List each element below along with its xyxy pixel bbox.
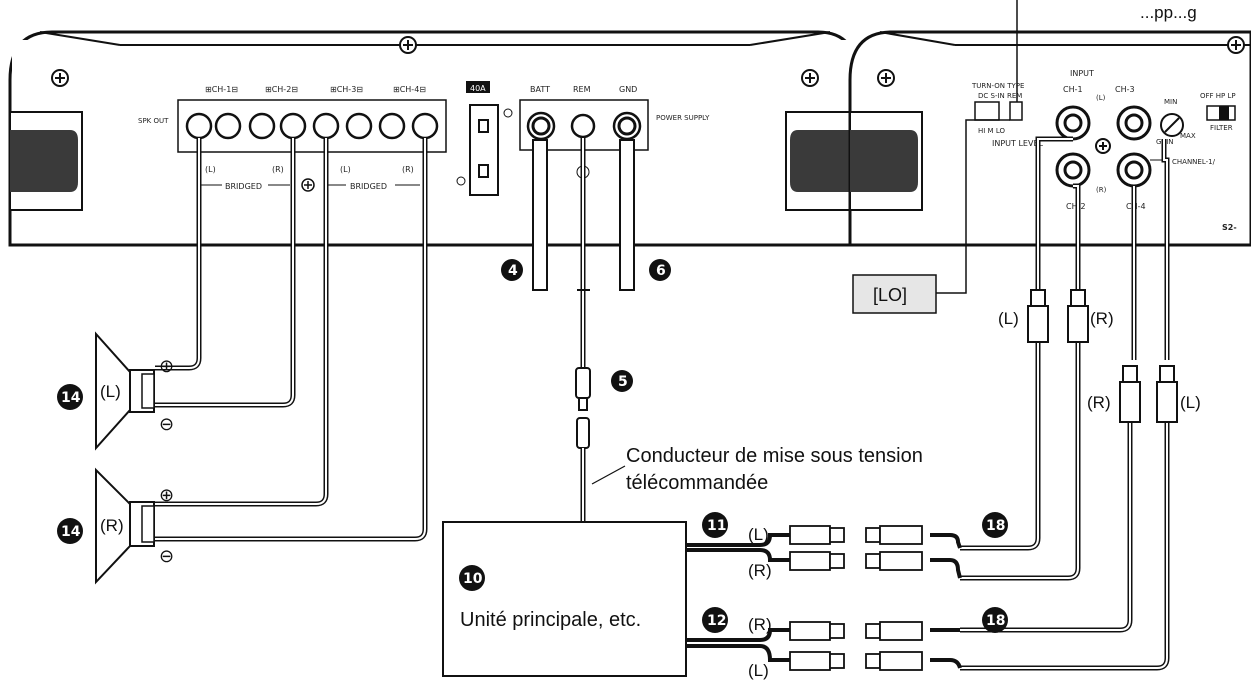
fuse-label: 40A [470, 84, 486, 93]
speaker-wires [155, 138, 428, 542]
callout-11: 11 [702, 512, 728, 538]
input-l-mark: (L) [1096, 94, 1106, 102]
channel-label: CHANNEL-1/ [1172, 158, 1216, 166]
rca-plug-l-label: (L) [998, 309, 1019, 328]
gain-knob-icon[interactable] [1160, 113, 1184, 137]
screw-icon [801, 69, 819, 87]
head-unit-label: Unité principale, etc. [460, 609, 641, 631]
rca-plug-icons [1027, 289, 1178, 423]
speaker-left-icon [95, 331, 155, 451]
remote-lead-caption-line2: télécommandée [626, 472, 768, 494]
speaker-right-icon [95, 467, 155, 585]
svg-text:14: 14 [61, 524, 81, 540]
gain-max-label: MAX [1180, 132, 1196, 140]
rem-label: REM [573, 85, 591, 94]
right-amplifier: INPUT TURN-ON TYPE DC S-IN REM HI M LO I… [848, 0, 1251, 247]
top-right-partial-label: ...pp...g [1140, 3, 1197, 22]
svg-text:4: 4 [508, 263, 518, 279]
ch2-label: ⊞CH-2⊟ [265, 85, 298, 94]
filter-label: FILTER [1210, 124, 1233, 132]
power-supply-label: POWER SUPPLY [656, 114, 710, 122]
rca-output-cables [686, 533, 962, 669]
svg-text:6: 6 [656, 263, 666, 279]
ch3-input-label: CH-3 [1115, 85, 1135, 94]
ch4-label: ⊞CH-4⊟ [393, 85, 426, 94]
output2-l-label: (L) [748, 661, 769, 680]
callout-4: 4 [501, 259, 523, 281]
svg-text:5: 5 [618, 374, 628, 390]
spk-out-label: SPK OUT [138, 117, 169, 125]
gnd-label: GND [619, 85, 637, 94]
fuse-holder [469, 104, 499, 196]
callout-10: 10 [459, 565, 485, 591]
output1-l-label: (L) [748, 525, 769, 544]
input-r-mark: (R) [1096, 186, 1107, 194]
ch3-label: ⊞CH-3⊟ [330, 85, 363, 94]
svg-text:10: 10 [463, 571, 483, 587]
callout-5: 5 [611, 370, 633, 392]
input-level-label: INPUT LEVEL [992, 139, 1043, 148]
rem-connector-icon [575, 367, 591, 449]
lo-label: [LO] [873, 285, 907, 305]
input-label: INPUT [1070, 69, 1094, 78]
screw-icon [1095, 138, 1111, 154]
bridged-l-label-2: (L) [340, 165, 351, 174]
svg-text:14: 14 [61, 390, 81, 406]
bridged-label-2: BRIDGED [350, 182, 387, 191]
rca-plug-r-label: (R) [1090, 309, 1114, 328]
power-wires [532, 138, 635, 522]
remote-lead-caption-line1: Conducteur de mise sous tension [626, 445, 923, 467]
screw-icon [1227, 36, 1245, 54]
ch1-label: ⊞CH-1⊟ [205, 85, 238, 94]
turn-on-switch[interactable] [1009, 101, 1023, 121]
screw-icon [399, 36, 417, 54]
svg-text:12: 12 [707, 613, 726, 629]
plus-sign: ⊕ [159, 356, 174, 376]
head-unit-box [442, 521, 687, 677]
input-level-switch[interactable] [974, 101, 1000, 121]
rca-plug-r2-label: (R) [1087, 393, 1111, 412]
turn-on-options: DC S-IN REM [978, 92, 1022, 100]
bridged-r-label: (R) [272, 165, 284, 174]
bridged-r-label-2: (R) [402, 165, 414, 174]
rca-input-cables [960, 136, 1170, 671]
callout-12: 12 [702, 607, 728, 633]
svg-text:18: 18 [986, 613, 1005, 629]
ch1-input-label: CH-1 [1063, 85, 1083, 94]
rca-plug-l2-label: (L) [1180, 393, 1201, 412]
left-amplifier: ⊞CH-1⊟ ⊞CH-2⊟ ⊞CH-3⊟ ⊞CH-4⊟ SPK OUT (L) … [8, 30, 860, 247]
speaker-left-label: (L) [100, 382, 121, 401]
screw-icon [301, 178, 315, 192]
output2-r-label: (R) [748, 615, 772, 634]
gain-min-label: MIN [1164, 98, 1177, 106]
output1-r-label: (R) [748, 561, 772, 580]
minus-sign: ⊖ [159, 414, 174, 434]
bridged-label: BRIDGED [225, 182, 262, 191]
minus-sign-2: ⊖ [159, 546, 174, 566]
svg-text:18: 18 [986, 518, 1005, 534]
rca-input-jacks [1055, 105, 1152, 188]
plus-sign-2: ⊕ [159, 485, 174, 505]
svg-text:11: 11 [707, 518, 726, 534]
callout-14-right: 14 [57, 518, 83, 544]
model-label: S2- [1222, 223, 1237, 232]
rca-connector-pairs [789, 525, 923, 671]
lo-label-box [852, 274, 937, 314]
batt-label: BATT [530, 85, 550, 94]
input-level-marks: HI M LO [978, 127, 1005, 135]
screw-icon [51, 69, 69, 87]
screw-icon [877, 69, 895, 87]
callout-18-top: 18 [982, 512, 1008, 538]
bridged-l-label: (L) [205, 165, 216, 174]
callout-6: 6 [649, 259, 671, 281]
callout-14-left: 14 [57, 384, 83, 410]
filter-options: OFF HP LP [1200, 92, 1236, 100]
speaker-terminals [185, 112, 439, 140]
turn-on-type-label: TURN-ON TYPE [971, 82, 1024, 90]
speaker-right-label: (R) [100, 516, 124, 535]
callout-18-bottom: 18 [982, 607, 1008, 633]
